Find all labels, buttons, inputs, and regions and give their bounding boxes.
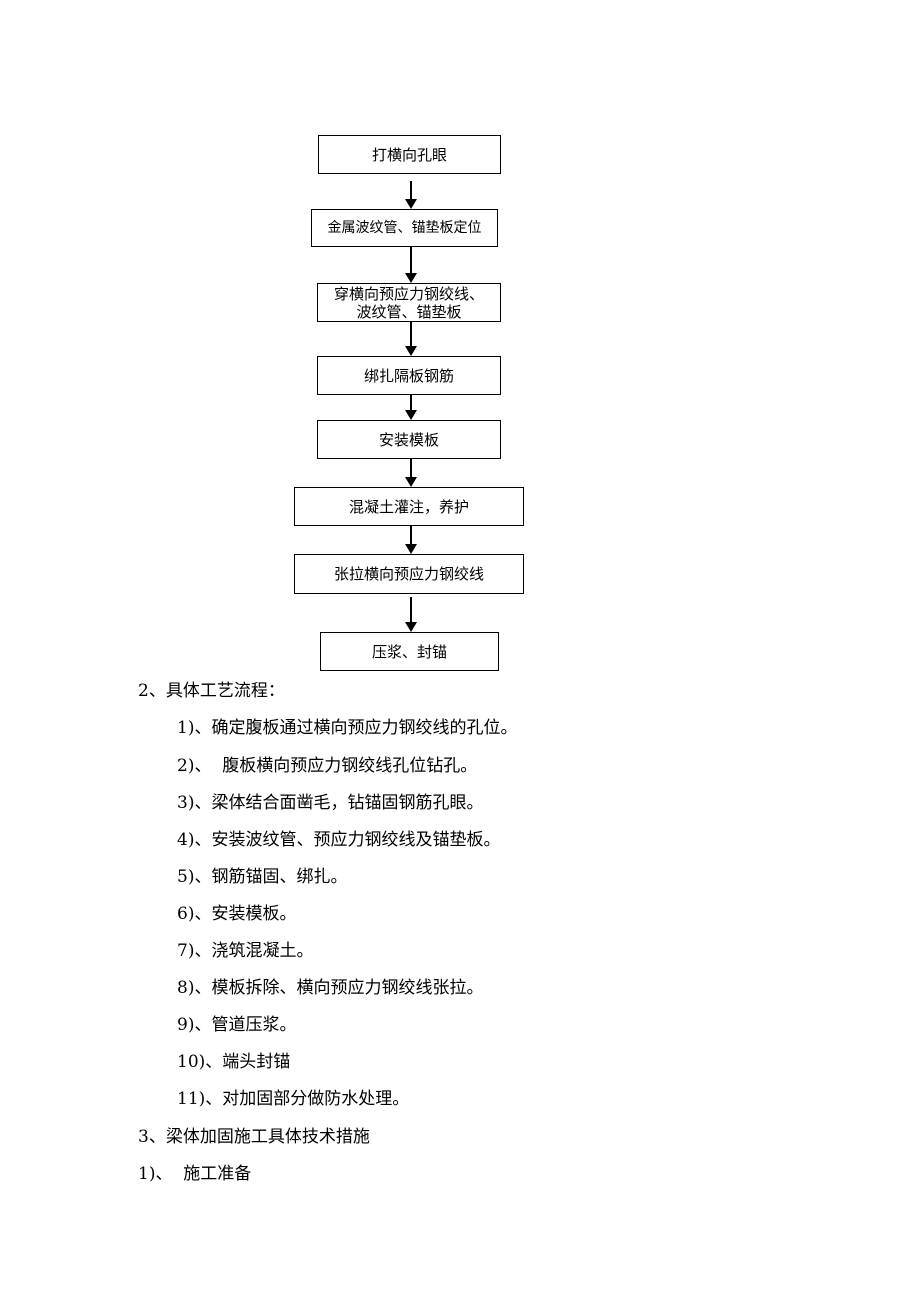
flow-arrow-3 (405, 322, 417, 356)
process-item-10: 10)、端头封锚 (177, 1052, 291, 1072)
flow-step-2: 金属波纹管、锚垫板定位 (311, 209, 498, 247)
process-item-11: 11)、对加固部分做防水处理。 (177, 1089, 410, 1109)
flow-arrow-2 (405, 247, 417, 283)
process-flowchart: 打横向孔眼 金属波纹管、锚垫板定位 穿横向预应力钢绞线、 波纹管、锚垫板 绑扎隔… (294, 135, 524, 671)
process-item-6: 6)、安装模板。 (177, 904, 297, 924)
flow-step-4: 绑扎隔板钢筋 (317, 356, 501, 395)
process-item-4: 4)、安装波纹管、预应力钢绞线及锚垫板。 (177, 830, 501, 850)
flow-arrow-6 (405, 526, 417, 554)
process-item-9: 9)、管道压浆。 (177, 1015, 297, 1035)
flow-step-5: 安装模板 (317, 420, 501, 459)
section-3-heading: 3、梁体加固施工具体技术措施 (138, 1127, 370, 1147)
process-item-3: 3)、梁体结合面凿毛，钻锚固钢筋孔眼。 (177, 793, 484, 813)
flow-arrow-4 (405, 395, 417, 420)
process-item-5: 5)、钢筋锚固、绑扎。 (177, 867, 348, 887)
section-3-subheading: 1)、 施工准备 (138, 1164, 252, 1184)
section-2-heading: 2、具体工艺流程： (138, 681, 285, 701)
process-item-1: 1)、确定腹板通过横向预应力钢绞线的孔位。 (177, 718, 518, 738)
flow-step-8: 压浆、封锚 (320, 632, 499, 671)
flow-step-1: 打横向孔眼 (318, 135, 501, 174)
process-item-8: 8)、模板拆除、横向预应力钢绞线张拉。 (177, 978, 484, 998)
flow-arrow-1 (405, 181, 417, 209)
flow-arrow-5 (405, 459, 417, 487)
flow-arrow-7 (405, 597, 417, 632)
flow-step-7: 张拉横向预应力钢绞线 (294, 554, 524, 594)
flow-step-3: 穿横向预应力钢绞线、 波纹管、锚垫板 (317, 283, 501, 322)
process-item-2: 2)、 腹板横向预应力钢绞线孔位钻孔。 (177, 756, 478, 776)
process-item-7: 7)、浇筑混凝土。 (177, 941, 314, 961)
flow-step-6: 混凝土灌注，养护 (294, 487, 524, 526)
